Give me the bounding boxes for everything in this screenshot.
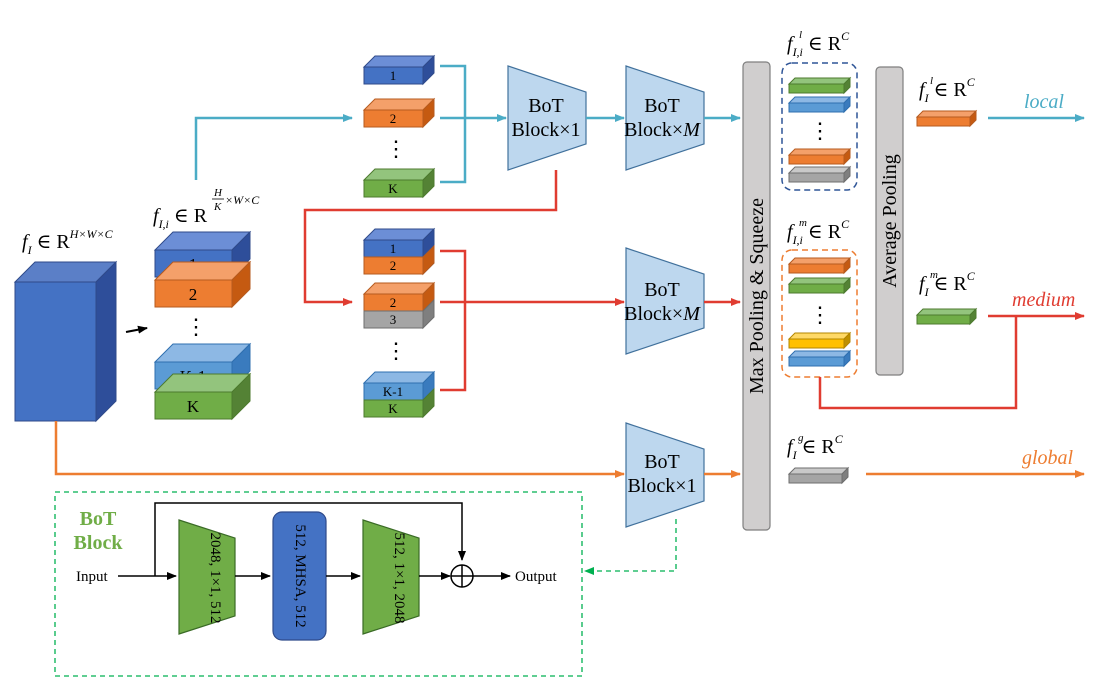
global-output-label: fI ∈ RC (787, 432, 844, 462)
global-bot1-line1: BoT (644, 451, 680, 473)
local-botm-line1: BoT (644, 95, 680, 117)
bot-detail-output-label: Output (515, 569, 558, 585)
bot-detail-conv2-label: 512, 1×1, 2048 (391, 533, 407, 624)
local-feature-vector-gray (787, 165, 852, 184)
split-feature-sup-den: K (213, 201, 222, 213)
bot-detail-conv1-block (178, 519, 236, 635)
medium-input-line (303, 170, 558, 306)
bot-block-detail-frame (54, 491, 583, 677)
local-feature-vector-orange (787, 147, 852, 166)
local-bot1-line1: BoT (528, 95, 564, 117)
medium-feature-vector-orange (787, 256, 852, 275)
split-stripe-2 (153, 260, 252, 309)
medium-feature-vector-yellow (787, 331, 852, 350)
bot-detail-title-line2: Block (74, 532, 124, 554)
local-botm-block (625, 65, 705, 171)
local-stripe-2 (362, 97, 436, 129)
medium-stack-bypass-line (818, 316, 1018, 410)
split-stripe-2-label: 2 (189, 285, 198, 304)
local-output-name: local (1024, 91, 1064, 113)
local-feature-label: fI,i ∈ RC (787, 29, 850, 59)
bot-detail-input-label: Input (76, 569, 108, 585)
medium-feature-vector-blue (787, 349, 852, 368)
global-output-name: global (1022, 447, 1074, 469)
split-feature-sup-num: H (213, 187, 223, 199)
medium-pair-3 (362, 370, 436, 419)
medium-pair-3-bottom-label: K (388, 401, 398, 416)
local-feature-vector-blue (787, 95, 852, 114)
global-output-sup: g (798, 432, 804, 444)
input-feature-label: fI ∈ RH×W×C (22, 227, 114, 257)
medium-pair-1 (362, 227, 436, 276)
input-to-split-arrow (125, 325, 148, 334)
local-stripe-2-label: 2 (390, 111, 397, 126)
medium-feature-vector-green (787, 276, 852, 295)
medium-feature-dots: ⋮ (809, 302, 831, 327)
medium-botm-line1: BoT (644, 279, 680, 301)
global-input-line (54, 421, 625, 478)
input-feature-map (13, 260, 118, 423)
medium-pair-2-bottom-label: 3 (390, 312, 397, 327)
local-feature-vector-green (787, 76, 852, 95)
medium-merge-bracket (440, 249, 467, 392)
local-output-sup: l (930, 75, 933, 87)
split-dots: ⋮ (185, 314, 207, 339)
medium-pair-1-top-label: 1 (390, 241, 397, 256)
local-feature-stack-frame (781, 62, 858, 191)
local-feature-sup: l (799, 29, 802, 41)
local-merge-bracket (440, 64, 467, 184)
local-stripe-1-label: 1 (390, 68, 397, 83)
bot-detail-sum-node (450, 564, 474, 588)
medium-feature-sup: m (799, 217, 807, 229)
medium-pair-1-bottom-label: 2 (390, 258, 397, 273)
bot-detail-conv1-label: 2048, 1×1, 512 (207, 533, 223, 624)
avg-pool-bar (875, 66, 904, 376)
local-stripe-k-label: K (388, 181, 398, 196)
local-bot1-block (507, 65, 587, 171)
local-output-label: fI ∈ RC (919, 75, 976, 105)
medium-feature-label: fI,i ∈ RC (787, 217, 850, 247)
split-feature-sup-rest: ×W×C (225, 193, 260, 207)
bot-detail-conv2-block (362, 519, 420, 635)
local-stripe-1 (362, 54, 436, 86)
medium-botm-line2: Block×M (624, 303, 701, 325)
medium-botm-block (625, 247, 705, 355)
medium-output-label: fI ∈ RC (919, 269, 976, 299)
medium-pair-2-top-label: 2 (390, 295, 397, 310)
local-bot1-line2: Block×1 (511, 119, 580, 141)
split-feature-label: fI,i ∈ R (153, 205, 208, 231)
medium-output-vector (915, 307, 978, 326)
split-stripe-k-label: K (187, 397, 200, 416)
global-output-vector (787, 466, 850, 485)
bot-detail-link-line (584, 519, 677, 575)
medium-pair-3-top-label: K-1 (383, 384, 403, 399)
medium-output-sup: m (930, 269, 938, 281)
local-stripe-k (362, 167, 436, 199)
bot-detail-mhsa-label: 512, MHSA, 512 (292, 524, 308, 627)
local-input-line (194, 114, 353, 180)
max-pool-bar (742, 61, 771, 531)
bot-detail-title-line1: BoT (80, 508, 117, 530)
local-dots: ⋮ (385, 136, 407, 161)
local-botm-line2: Block×M (624, 119, 701, 141)
local-feature-dots: ⋮ (809, 118, 831, 143)
split-stripe-k (153, 372, 252, 421)
global-bot1-line2: Block×1 (627, 475, 696, 497)
medium-dots: ⋮ (385, 338, 407, 363)
bot-detail-residual-line (154, 502, 466, 576)
max-pool-label: Max Pooling & Squeeze (746, 198, 768, 394)
avg-pool-label: Average Pooling (879, 154, 901, 288)
local-output-vector (915, 109, 978, 128)
medium-output-name: medium (1012, 289, 1075, 311)
medium-pair-2 (362, 281, 436, 330)
global-bot1-block (625, 422, 705, 528)
